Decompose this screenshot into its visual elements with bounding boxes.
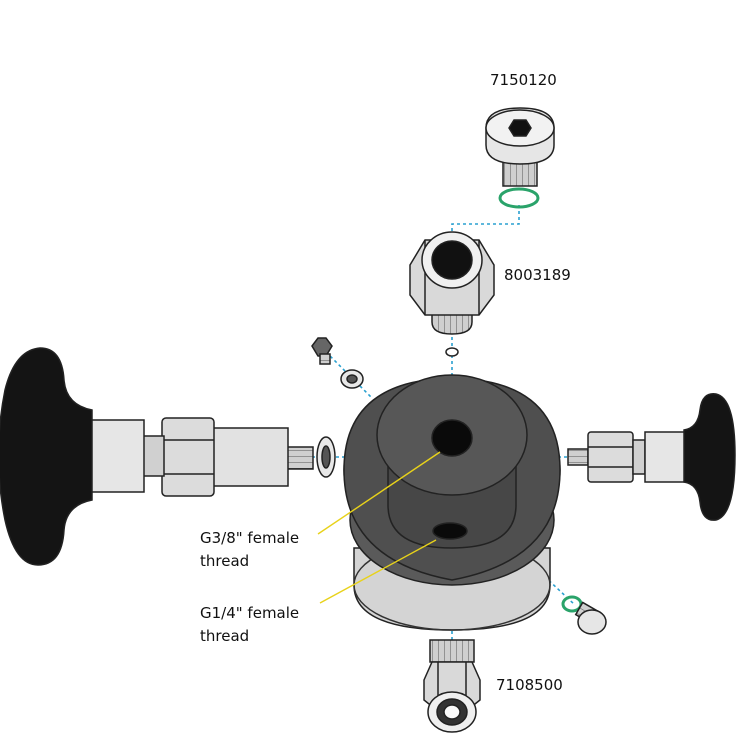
o-ring-top: [498, 187, 540, 209]
right-knob: [683, 393, 736, 521]
valve-body: [343, 374, 561, 631]
callout-g14-line2: thread: [200, 627, 249, 645]
left-small-plug: [311, 337, 364, 389]
g38-port: [431, 419, 473, 457]
bottom-right-small-plug: [561, 595, 607, 635]
washer-small: [445, 347, 459, 357]
g14-port: [432, 522, 468, 540]
part-number-8003189: 8003189: [504, 266, 571, 284]
bottom-fitting-7108500: [423, 639, 481, 733]
callout-lines: [317, 451, 441, 604]
hex-socket-icon: [508, 119, 532, 137]
callout-line-g38: [317, 451, 441, 535]
left-knob: [0, 347, 93, 566]
callout-line-g14: [319, 539, 437, 604]
part-number-7108500: 7108500: [496, 676, 563, 694]
callout-g14-line1: G1/4" female: [200, 604, 299, 622]
top-plug-7150120: [485, 107, 555, 209]
part-number-7150120: 7150120: [490, 71, 557, 89]
callout-g38-line1: G3/8" female: [200, 529, 299, 547]
right-handle-assembly: [567, 393, 736, 521]
left-handle-assembly: [0, 347, 336, 566]
adapter-8003189: [409, 231, 495, 357]
callout-g38-line2: thread: [200, 552, 249, 570]
